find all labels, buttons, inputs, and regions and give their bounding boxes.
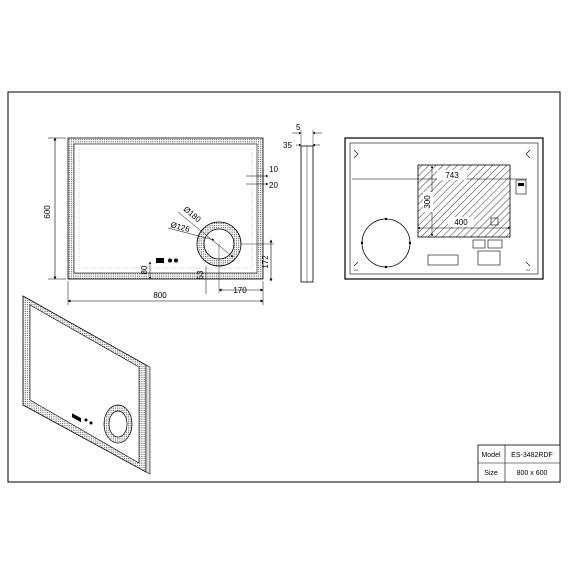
width-label: 800 bbox=[153, 291, 167, 300]
model-value: ES-3482RDF bbox=[511, 452, 553, 459]
perspective-view bbox=[22, 295, 151, 475]
switch-box-1 bbox=[472, 239, 486, 249]
title-block: Model ES-3482RDF Size 800 x 600 bbox=[477, 444, 561, 483]
edge-label-bottom: 20 bbox=[269, 181, 278, 190]
digital-display-icon bbox=[156, 258, 178, 263]
driver-box bbox=[427, 254, 459, 266]
height-label: 600 bbox=[43, 205, 52, 219]
outer-ring-leader bbox=[177, 211, 234, 258]
frame-label: 35 bbox=[283, 141, 292, 150]
size-value: 800 x 600 bbox=[517, 470, 548, 477]
size-label: Size bbox=[484, 470, 498, 477]
inner-ring-leader bbox=[167, 227, 215, 241]
sheet-border bbox=[7, 91, 561, 483]
ring-offset-label: 170 bbox=[233, 286, 247, 295]
model-label: Model bbox=[481, 452, 501, 459]
back-ring bbox=[361, 218, 411, 268]
display-offset-label: 80 bbox=[140, 265, 149, 274]
back-frame-inner bbox=[349, 142, 539, 275]
perspective-side bbox=[145, 364, 151, 475]
box-width-label: 400 bbox=[454, 218, 468, 227]
edge-label-top: 10 bbox=[269, 165, 278, 174]
side-view: 5 35 10 20 bbox=[269, 123, 322, 283]
connector-box bbox=[477, 250, 501, 266]
ring-gap-label: 53 bbox=[196, 270, 205, 279]
box-height-label: 300 bbox=[423, 195, 432, 209]
back-view: 743 300 400 bbox=[344, 137, 544, 280]
switch-box-2 bbox=[487, 239, 503, 249]
led-band-inner bbox=[78, 148, 253, 269]
perspective-ring-inner bbox=[108, 410, 128, 438]
inner-width-label: 743 bbox=[445, 171, 459, 180]
ring-height-label: 172 bbox=[261, 255, 270, 269]
back-frame-outer bbox=[344, 137, 544, 280]
perspective-display-icon bbox=[72, 413, 93, 425]
sensor-box bbox=[515, 179, 527, 195]
depth-label: 5 bbox=[296, 123, 301, 132]
front-view: 800 600 Ø180 Ø126 172 170 53 80 bbox=[43, 137, 274, 305]
